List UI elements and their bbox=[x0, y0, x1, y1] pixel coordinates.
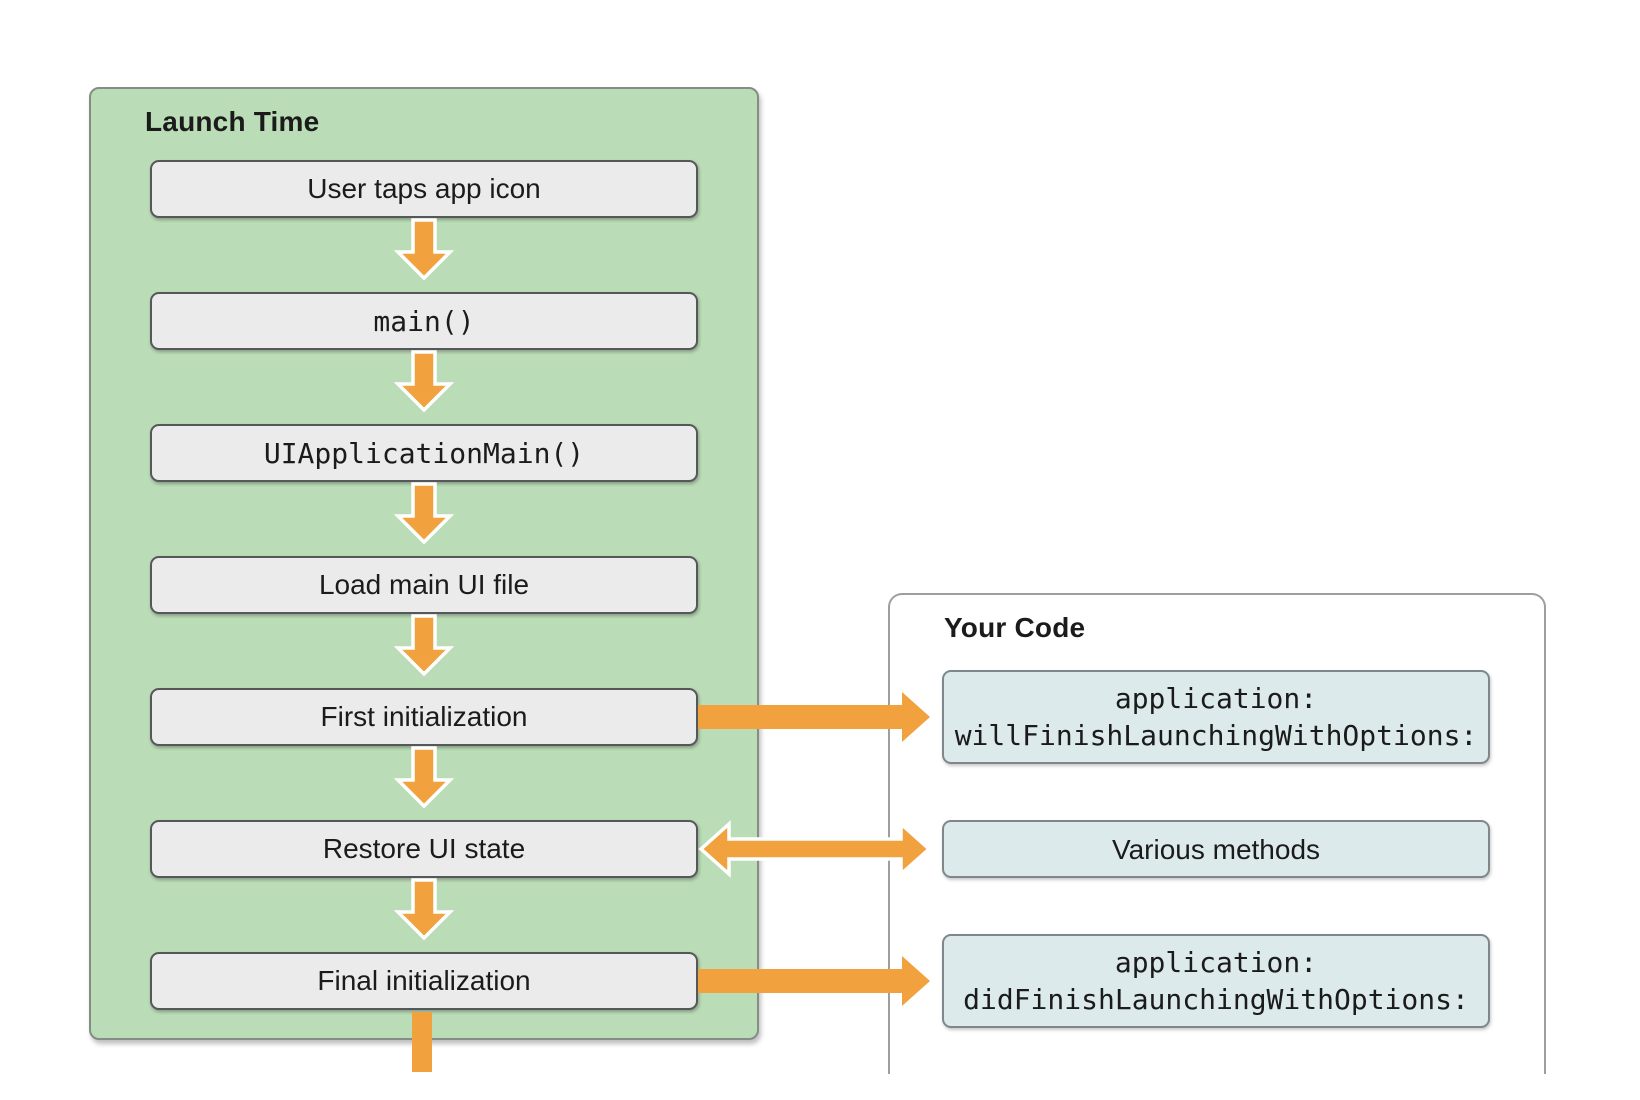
step-first-initialization: First initialization bbox=[150, 688, 698, 746]
launch-time-title: Launch Time bbox=[145, 106, 320, 137]
callback-various-methods: Various methods bbox=[942, 820, 1490, 878]
flow-continuation-tail bbox=[412, 1012, 432, 1072]
down-arrow-connector-2 bbox=[393, 350, 455, 413]
step-user-taps-app-icon: User taps app icon bbox=[150, 160, 698, 218]
callback-line: application: bbox=[1114, 682, 1318, 715]
down-arrow-connector-6 bbox=[393, 878, 455, 941]
callback-line: application: bbox=[1114, 946, 1318, 979]
step-uiapplicationmain: UIApplicationMain() bbox=[150, 424, 698, 482]
down-arrow-connector-4 bbox=[393, 614, 455, 677]
down-arrow-connector-3 bbox=[393, 482, 455, 545]
callback-did-finish-launching: application: didFinishLaunchingWithOptio… bbox=[942, 934, 1490, 1028]
step-load-main-ui-file: Load main UI file bbox=[150, 556, 698, 614]
step-final-initialization: Final initialization bbox=[150, 952, 698, 1010]
down-arrow-connector-5 bbox=[393, 746, 455, 809]
callback-line: willFinishLaunchingWithOptions: bbox=[954, 719, 1478, 752]
callback-line: didFinishLaunchingWithOptions: bbox=[963, 983, 1469, 1016]
right-arrow-connector-1 bbox=[698, 692, 930, 742]
right-arrow-connector-2 bbox=[698, 956, 930, 1006]
step-restore-ui-state: Restore UI state bbox=[150, 820, 698, 878]
double-arrow-connector bbox=[698, 820, 932, 878]
down-arrow-connector-1 bbox=[393, 218, 455, 281]
your-code-title: Your Code bbox=[944, 612, 1086, 643]
callback-line: Various methods bbox=[1111, 833, 1321, 865]
callback-will-finish-launching: application: willFinishLaunchingWithOpti… bbox=[942, 670, 1490, 764]
step-main: main() bbox=[150, 292, 698, 350]
